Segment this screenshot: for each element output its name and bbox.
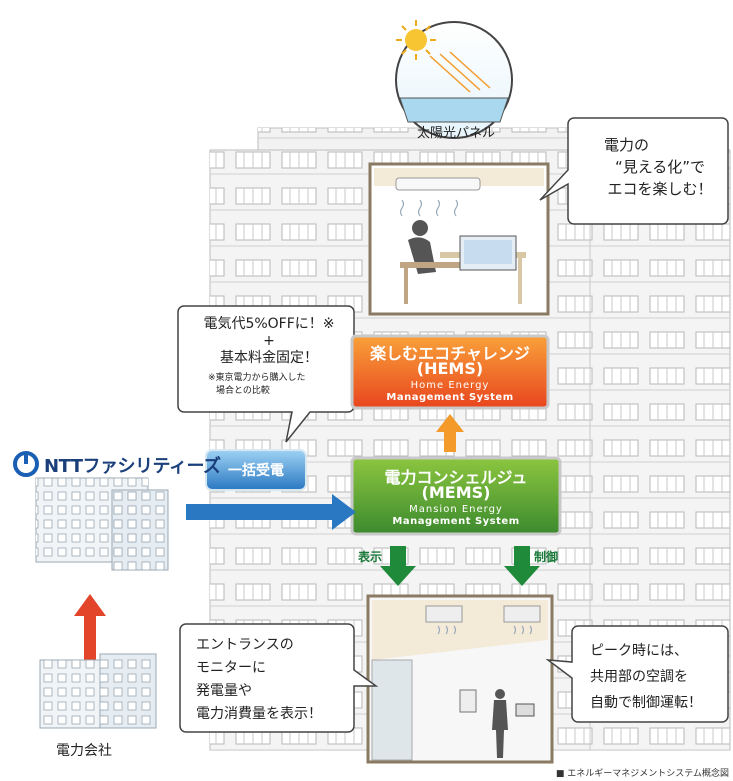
callout-entrance-text: エントランスの モニターに 発電量や 電力消費量を表示！ xyxy=(196,634,356,726)
peak-line1: ピーク時には、 xyxy=(590,643,688,659)
green-down-arrow-display xyxy=(380,546,416,586)
red-up-arrow xyxy=(74,594,106,668)
discount-note1: ※東京電力から購入した xyxy=(208,373,306,383)
control-arrow-label: 制御 xyxy=(534,550,559,564)
callout-visualization-text: 電力の “見える化”で エコを楽しむ！ xyxy=(600,134,720,200)
callout-peak-bubble xyxy=(545,625,729,723)
bulk-power-label: 一括受電 xyxy=(228,463,284,479)
entrance-interior-illustration xyxy=(366,594,554,764)
discount-note2: 場合との比較 xyxy=(216,386,270,396)
peak-line3: 自動で制御運転！ xyxy=(590,695,702,711)
callout-visualization-line2: “見える化”で xyxy=(614,158,706,176)
orange-up-arrow xyxy=(436,414,464,452)
callout-peak-text: ピーク時には、 共用部の空調を 自動で制御運転！ xyxy=(590,638,728,716)
mems-title: 電力コンシェルジュ xyxy=(384,468,528,487)
bulk-power-box xyxy=(205,449,307,491)
green-down-arrow-control xyxy=(504,546,540,586)
ntt-building-icon xyxy=(35,477,169,571)
hems-english-line1: Home Energy xyxy=(410,380,490,391)
power-company-label: 電力会社 xyxy=(56,743,112,759)
callout-visualization-bubble xyxy=(539,117,729,225)
hems-english-line2: Management System xyxy=(386,392,514,403)
callout-entrance-bubble xyxy=(179,623,379,733)
ntt-logo-text: NTTファシリティーズ xyxy=(44,456,221,477)
figure-caption: ■ エネルギーマネジメントシステム概念図 xyxy=(555,769,729,779)
discount-line2: 基本料金固定！ xyxy=(220,350,318,366)
entrance-line4: 電力消費量を表示！ xyxy=(196,706,322,722)
callout-discount-text: 電気代5%OFFに！※ + 基本料金固定！ ※東京電力から購入した 場合との比較 xyxy=(186,314,352,398)
hems-title: 楽しむエコチャレンジ xyxy=(370,344,530,363)
mems-english-line2: Management System xyxy=(392,516,520,527)
discount-plus: + xyxy=(263,333,275,349)
peak-line2: 共用部の空調を xyxy=(590,669,688,685)
ntt-logo-mark xyxy=(13,451,39,477)
display-arrow-label: 表示 xyxy=(358,550,383,564)
hems-abbr: (HEMS) xyxy=(416,359,484,378)
power-company-building-icon xyxy=(39,653,157,729)
callout-discount-bubble xyxy=(177,305,355,443)
callout-visualization-line3: エコを楽しむ！ xyxy=(607,180,713,198)
blue-right-arrow xyxy=(186,494,356,530)
entrance-line3: 発電量や xyxy=(196,683,252,699)
hems-box xyxy=(350,334,550,410)
room-interior-illustration xyxy=(368,162,550,316)
entrance-line1: エントランスの xyxy=(196,637,294,653)
mems-box xyxy=(350,456,562,536)
mems-abbr: (MEMS) xyxy=(421,483,491,502)
callout-visualization-line1: 電力の xyxy=(604,136,650,154)
entrance-line2: モニターに xyxy=(196,660,266,676)
solar-panel-illustration xyxy=(395,20,513,139)
discount-line1: 電気代5%OFFに！※ xyxy=(203,316,335,332)
mems-english-line1: Mansion Energy xyxy=(409,504,503,515)
solar-panel-label: 太陽光パネル xyxy=(416,126,495,141)
